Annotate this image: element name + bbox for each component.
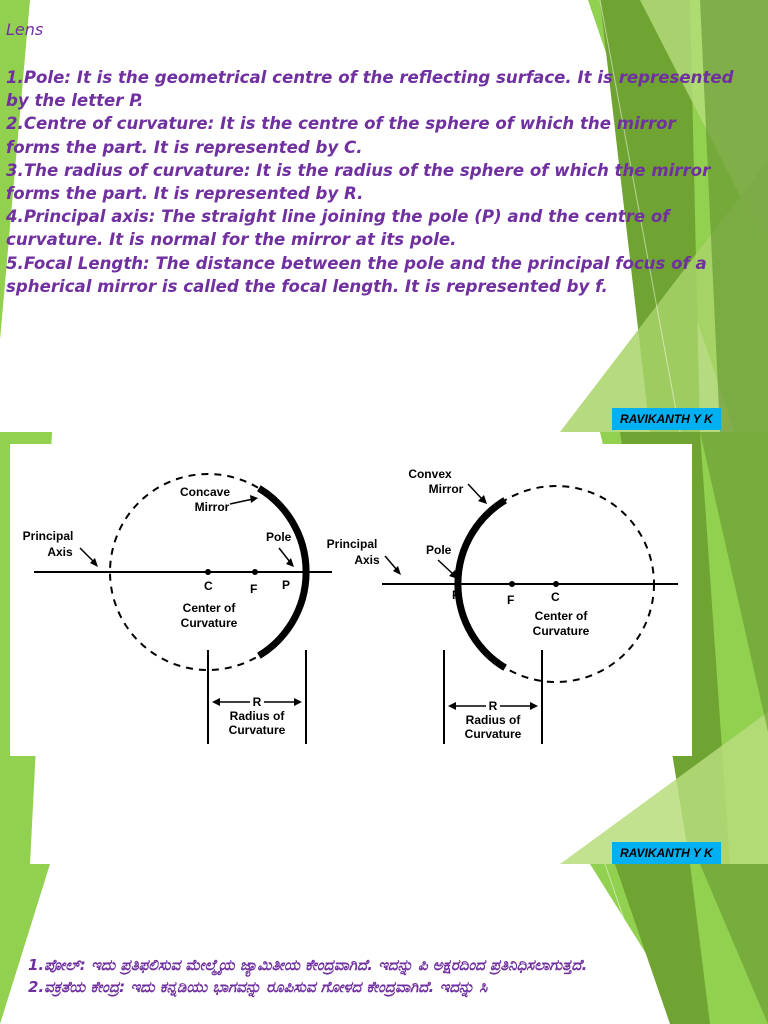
- convex-r-label: R: [489, 699, 498, 713]
- concave-p-label: P: [282, 578, 290, 592]
- kannada-definition-centre: 2.ವಕ್ರತೆಯ ಕೇಂದ್ರ: ಇದು ಕನ್ನಡಿಯು ಭಾಗವನ್ನು …: [28, 978, 488, 996]
- slide-title: Lens: [6, 20, 44, 39]
- convex-c-label: C: [551, 590, 560, 604]
- definition-focal-length: 5.Focal Length: The distance between the…: [6, 253, 707, 296]
- concave-c-dot: [205, 569, 211, 575]
- green-decoration: [0, 0, 768, 432]
- concave-c-label: C: [204, 579, 213, 593]
- green-decoration: [0, 864, 768, 1024]
- concave-r-label: R: [253, 695, 262, 709]
- definition-radius-of-curvature: 3.The radius of curvature: It is the rad…: [6, 160, 711, 204]
- slide-definitions: Lens 1.Pole: It is the geometrical centr…: [0, 0, 768, 432]
- author-badge: RAVIKANTH Y K: [612, 408, 721, 430]
- concave-f-dot: [252, 569, 258, 575]
- convex-f-label: F: [507, 593, 514, 607]
- definition-principal-axis: 4.Principal axis: The straight line join…: [6, 207, 670, 250]
- definition-list: 1.Pole: It is the geometrical centre of …: [6, 66, 734, 298]
- convex-c-dot: [553, 581, 559, 587]
- convex-p-label: P: [452, 588, 460, 602]
- kannada-definition-list: 1.ಪೋಲ್: ಇದು ಪ್ರತಿಫಲಿಸುವ ಮೇಲ್ಮೈಯ ಜ್ಯಾಮಿತೀ…: [28, 954, 728, 998]
- definition-pole: 1.Pole: It is the geometrical centre of …: [6, 68, 734, 111]
- convex-pole-label: Pole: [426, 543, 452, 557]
- convex-f-dot: [509, 581, 515, 587]
- author-badge: RAVIKANTH Y K: [612, 842, 721, 864]
- slide-kannada-definitions: 1.ಪೋಲ್: ಇದು ಪ್ರತಿಫಲಿಸುವ ಮೇಲ್ಮೈಯ ಜ್ಯಾಮಿತೀ…: [0, 864, 768, 1024]
- kannada-definition-pole: 1.ಪೋಲ್: ಇದು ಪ್ರತಿಫಲಿಸುವ ಮೇಲ್ಮೈಯ ಜ್ಯಾಮಿತೀ…: [28, 956, 588, 974]
- concave-f-label: F: [250, 582, 257, 596]
- definition-centre-of-curvature: 2.Centre of curvature: It is the centre …: [6, 114, 676, 157]
- concave-pole-label: Pole: [266, 530, 292, 544]
